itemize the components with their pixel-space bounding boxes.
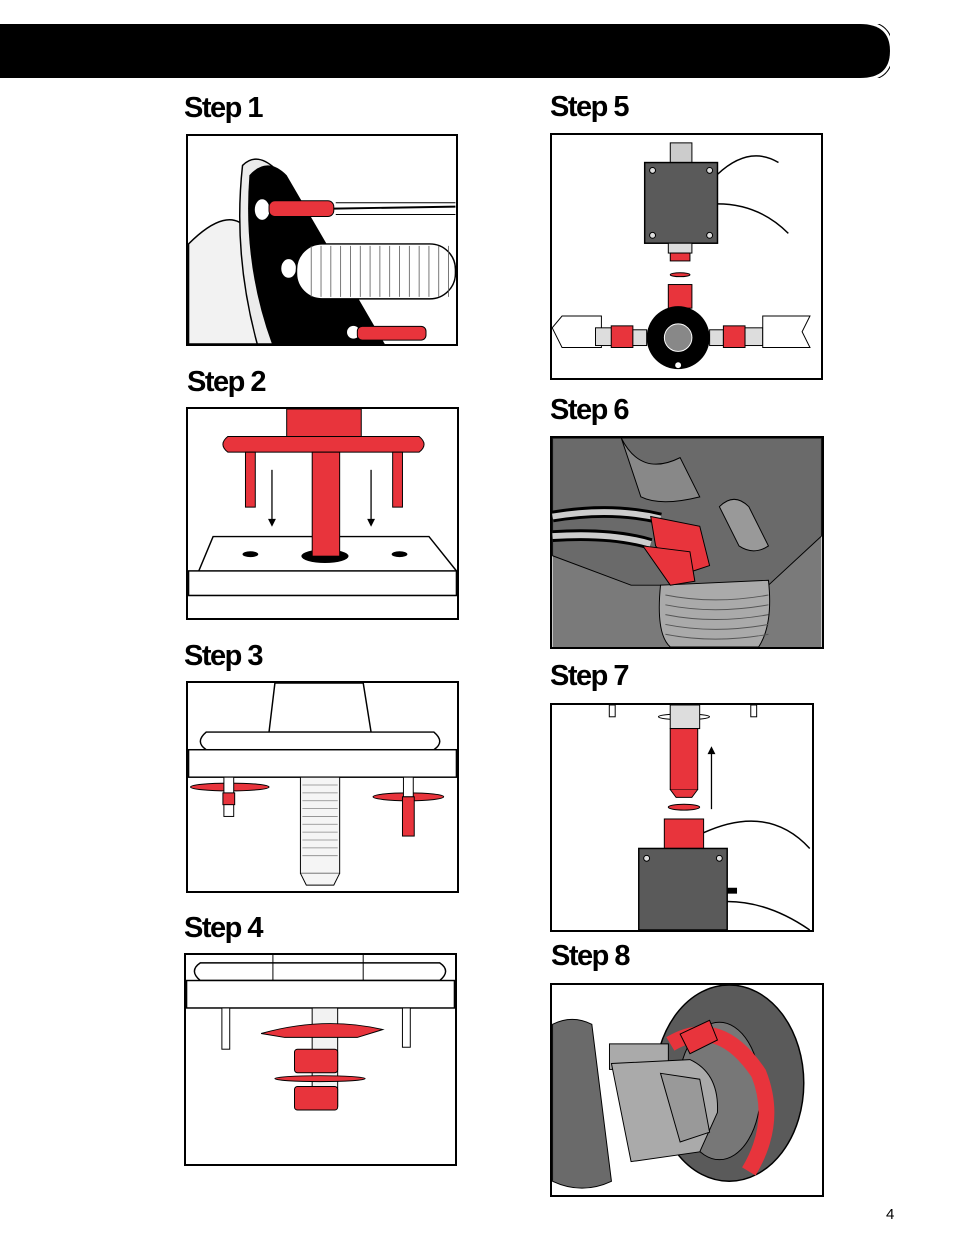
page-number: 4 — [886, 1206, 894, 1223]
step-2-illustration — [186, 407, 459, 620]
step-1-illustration — [186, 134, 458, 346]
step-1-title: Step 1 — [184, 94, 262, 123]
step-5-title: Step 5 — [550, 93, 628, 122]
step-5-illustration — [550, 133, 823, 380]
step-6-illustration — [550, 436, 824, 649]
step-7-illustration — [550, 703, 814, 932]
step-6-title: Step 6 — [550, 396, 628, 425]
step-3-title: Step 3 — [184, 642, 262, 671]
step-3-illustration — [186, 681, 459, 893]
header-bar — [0, 24, 890, 78]
step-2-title: Step 2 — [187, 368, 265, 397]
step-8-illustration — [550, 983, 824, 1197]
step-7-title: Step 7 — [550, 662, 628, 691]
step-4-title: Step 4 — [184, 914, 262, 943]
step-8-title: Step 8 — [551, 942, 629, 971]
step-4-illustration — [184, 953, 457, 1166]
